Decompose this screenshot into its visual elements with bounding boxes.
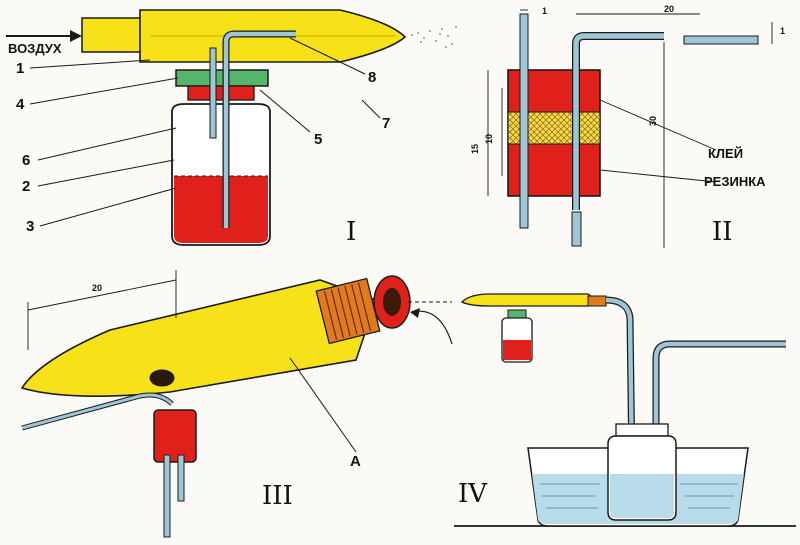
figure-III-sprayer-perspective: 20 A III xyxy=(20,270,453,538)
straight-tube-piece xyxy=(683,35,759,45)
air-flow-arrowhead-icon xyxy=(70,30,82,42)
dim-1: 1 xyxy=(542,6,547,16)
callout-8: 8 xyxy=(368,69,376,86)
callout-A-leader xyxy=(289,357,357,453)
mini-liquid xyxy=(503,340,531,360)
side-hole xyxy=(149,369,175,387)
figure-III-label: III xyxy=(262,481,293,511)
bent-tube xyxy=(573,33,664,210)
cork-stopper xyxy=(187,85,255,101)
figure-II-label: II xyxy=(712,217,733,247)
air-pipe-3d xyxy=(177,454,185,502)
callout-4: 4 xyxy=(16,96,25,113)
air-tube xyxy=(209,47,217,139)
mini-cap xyxy=(507,309,527,319)
dim-15: 15 xyxy=(470,144,480,154)
callout-6: 6 xyxy=(22,152,30,169)
siphon-tube-3d xyxy=(163,454,171,538)
tube-segment xyxy=(571,211,582,247)
jar-water xyxy=(610,474,674,518)
nozzle-opening xyxy=(383,288,401,316)
spray-mist xyxy=(411,26,457,48)
air-tube-3d xyxy=(21,393,174,430)
sprayer-body-3d xyxy=(20,279,378,397)
threaded-section xyxy=(315,277,381,345)
curved-arrowhead-icon xyxy=(410,308,420,318)
callout-7: 7 xyxy=(382,115,390,132)
figure-II-sleeve-detail: 1 20 15 10 30 1 КЛЕЙ РЕЗИНКА II xyxy=(470,4,785,248)
siphon-tube xyxy=(223,31,296,228)
dim-1b: 1 xyxy=(780,26,785,36)
hose-left xyxy=(605,297,635,471)
bottle-cap-plate xyxy=(175,69,269,87)
mini-sprayer xyxy=(460,293,598,307)
rubber-label: РЕЗИНКА xyxy=(704,174,766,189)
mini-thread xyxy=(587,295,607,307)
jar-lid xyxy=(615,423,669,437)
air-label: ВОЗДУХ xyxy=(8,41,62,56)
callout-leaders xyxy=(29,37,381,227)
callout-A: A xyxy=(350,453,361,470)
hose-right xyxy=(653,341,786,500)
callout-5: 5 xyxy=(314,131,322,148)
dim-10: 10 xyxy=(484,134,494,144)
figure-IV-setup: IV xyxy=(408,293,796,527)
dim-20: 20 xyxy=(664,4,674,14)
callout-1: 1 xyxy=(16,60,24,77)
water-ripples xyxy=(540,483,738,509)
dimension-20-line xyxy=(27,270,177,350)
dim-30: 30 xyxy=(648,116,658,126)
cork-3d xyxy=(153,409,197,463)
thin-tube-left xyxy=(519,13,529,229)
callout-3: 3 xyxy=(26,218,34,235)
figure-I-sprayer-assembly: ВОЗДУХ 1 4 6 2 3 5 7 8 I xyxy=(6,9,457,247)
dim-20-III: 20 xyxy=(92,283,102,293)
liquid-fill xyxy=(174,176,268,243)
glue-label: КЛЕЙ xyxy=(708,146,743,161)
dimension-lines xyxy=(487,9,773,248)
callout-2: 2 xyxy=(22,178,30,195)
figure-I-label: I xyxy=(346,217,356,247)
figure-IV-label: IV xyxy=(458,479,488,509)
